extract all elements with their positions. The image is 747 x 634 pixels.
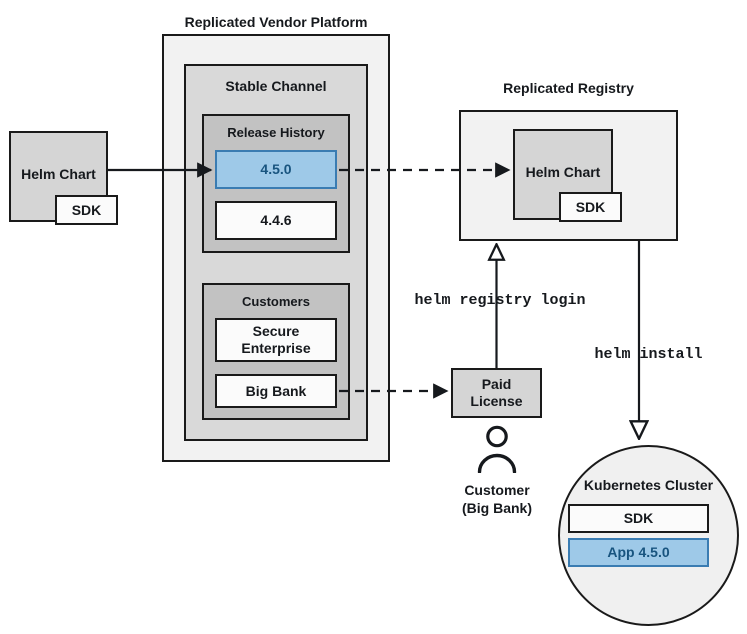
helm-registry-login-command: helm registry login (414, 292, 586, 309)
cluster-component-label: App 4.5.0 (607, 544, 670, 561)
customer-name-label: Big Bank (245, 382, 307, 399)
release-item-450[interactable]: 4.5.0 (215, 150, 337, 189)
customer-item-big-bank[interactable]: Big Bank (215, 374, 337, 408)
customer-name-label: Secure Enterprise (241, 323, 311, 356)
release-version-label: 4.4.6 (260, 212, 292, 229)
cluster-component-sdk: SDK (568, 504, 709, 533)
kubernetes-cluster-title: Kubernetes Cluster (583, 477, 714, 493)
customer-person-icon (472, 425, 522, 474)
source-sdk-box: SDK (55, 195, 118, 225)
source-sdk-label: SDK (71, 201, 102, 218)
registry-helm-chart-label: Helm Chart (525, 164, 601, 180)
customer-item-secure-enterprise[interactable]: Secure Enterprise (215, 318, 337, 362)
customer-actor-caption: Customer (Big Bank) (462, 482, 532, 516)
release-history-title: Release History (227, 125, 325, 140)
kubernetes-cluster-circle (558, 445, 739, 626)
helm-install-command: helm install (594, 346, 703, 363)
person-icon-svg (477, 425, 517, 474)
registry-sdk-label: SDK (575, 198, 606, 215)
source-helm-chart-label: Helm Chart (21, 166, 96, 182)
stable-channel-title: Stable Channel (225, 78, 327, 94)
paid-license-box: Paid License (451, 368, 542, 418)
paid-license-label: Paid License (470, 376, 523, 409)
release-version-label: 4.5.0 (260, 161, 292, 178)
vendor-platform-title: Replicated Vendor Platform (184, 14, 368, 30)
registry-title: Replicated Registry (503, 80, 634, 96)
registry-sdk-box: SDK (559, 192, 622, 222)
cluster-component-label: SDK (623, 510, 654, 527)
cluster-component-app: App 4.5.0 (568, 538, 709, 567)
release-item-446[interactable]: 4.4.6 (215, 201, 337, 240)
customers-title: Customers (242, 294, 310, 309)
